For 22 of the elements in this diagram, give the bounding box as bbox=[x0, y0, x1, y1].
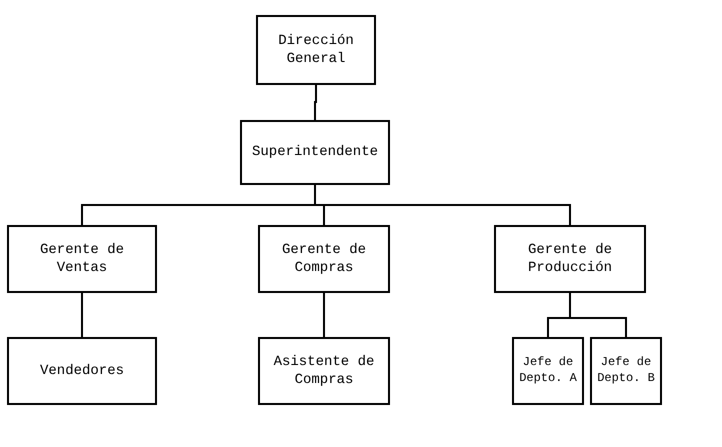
connector-line bbox=[81, 293, 83, 337]
connector-line bbox=[314, 85, 317, 120]
role-title: Gerente de Ventas bbox=[38, 240, 125, 278]
role-title: Gerente de Compras bbox=[280, 240, 367, 278]
org-box bbox=[512, 337, 584, 405]
role-title: Asistente de Compras bbox=[272, 352, 376, 390]
org-box bbox=[7, 337, 157, 405]
org-box bbox=[258, 225, 390, 293]
org-box bbox=[256, 15, 376, 85]
role-title: Jefe de Depto. B bbox=[596, 355, 656, 387]
role-title: Vendedores bbox=[40, 362, 124, 380]
role-title: Jefe de Depto. A bbox=[518, 355, 578, 387]
connector-line bbox=[314, 185, 571, 225]
connector-line bbox=[323, 293, 325, 337]
org-box bbox=[590, 337, 662, 405]
org-box bbox=[240, 120, 390, 185]
role-title: Superintendente bbox=[252, 143, 378, 162]
org-box bbox=[494, 225, 646, 293]
role-title: Dirección General bbox=[277, 32, 355, 68]
role-title: Gerente de Producción bbox=[526, 240, 613, 278]
org-box bbox=[258, 337, 390, 405]
org-box bbox=[7, 225, 157, 293]
